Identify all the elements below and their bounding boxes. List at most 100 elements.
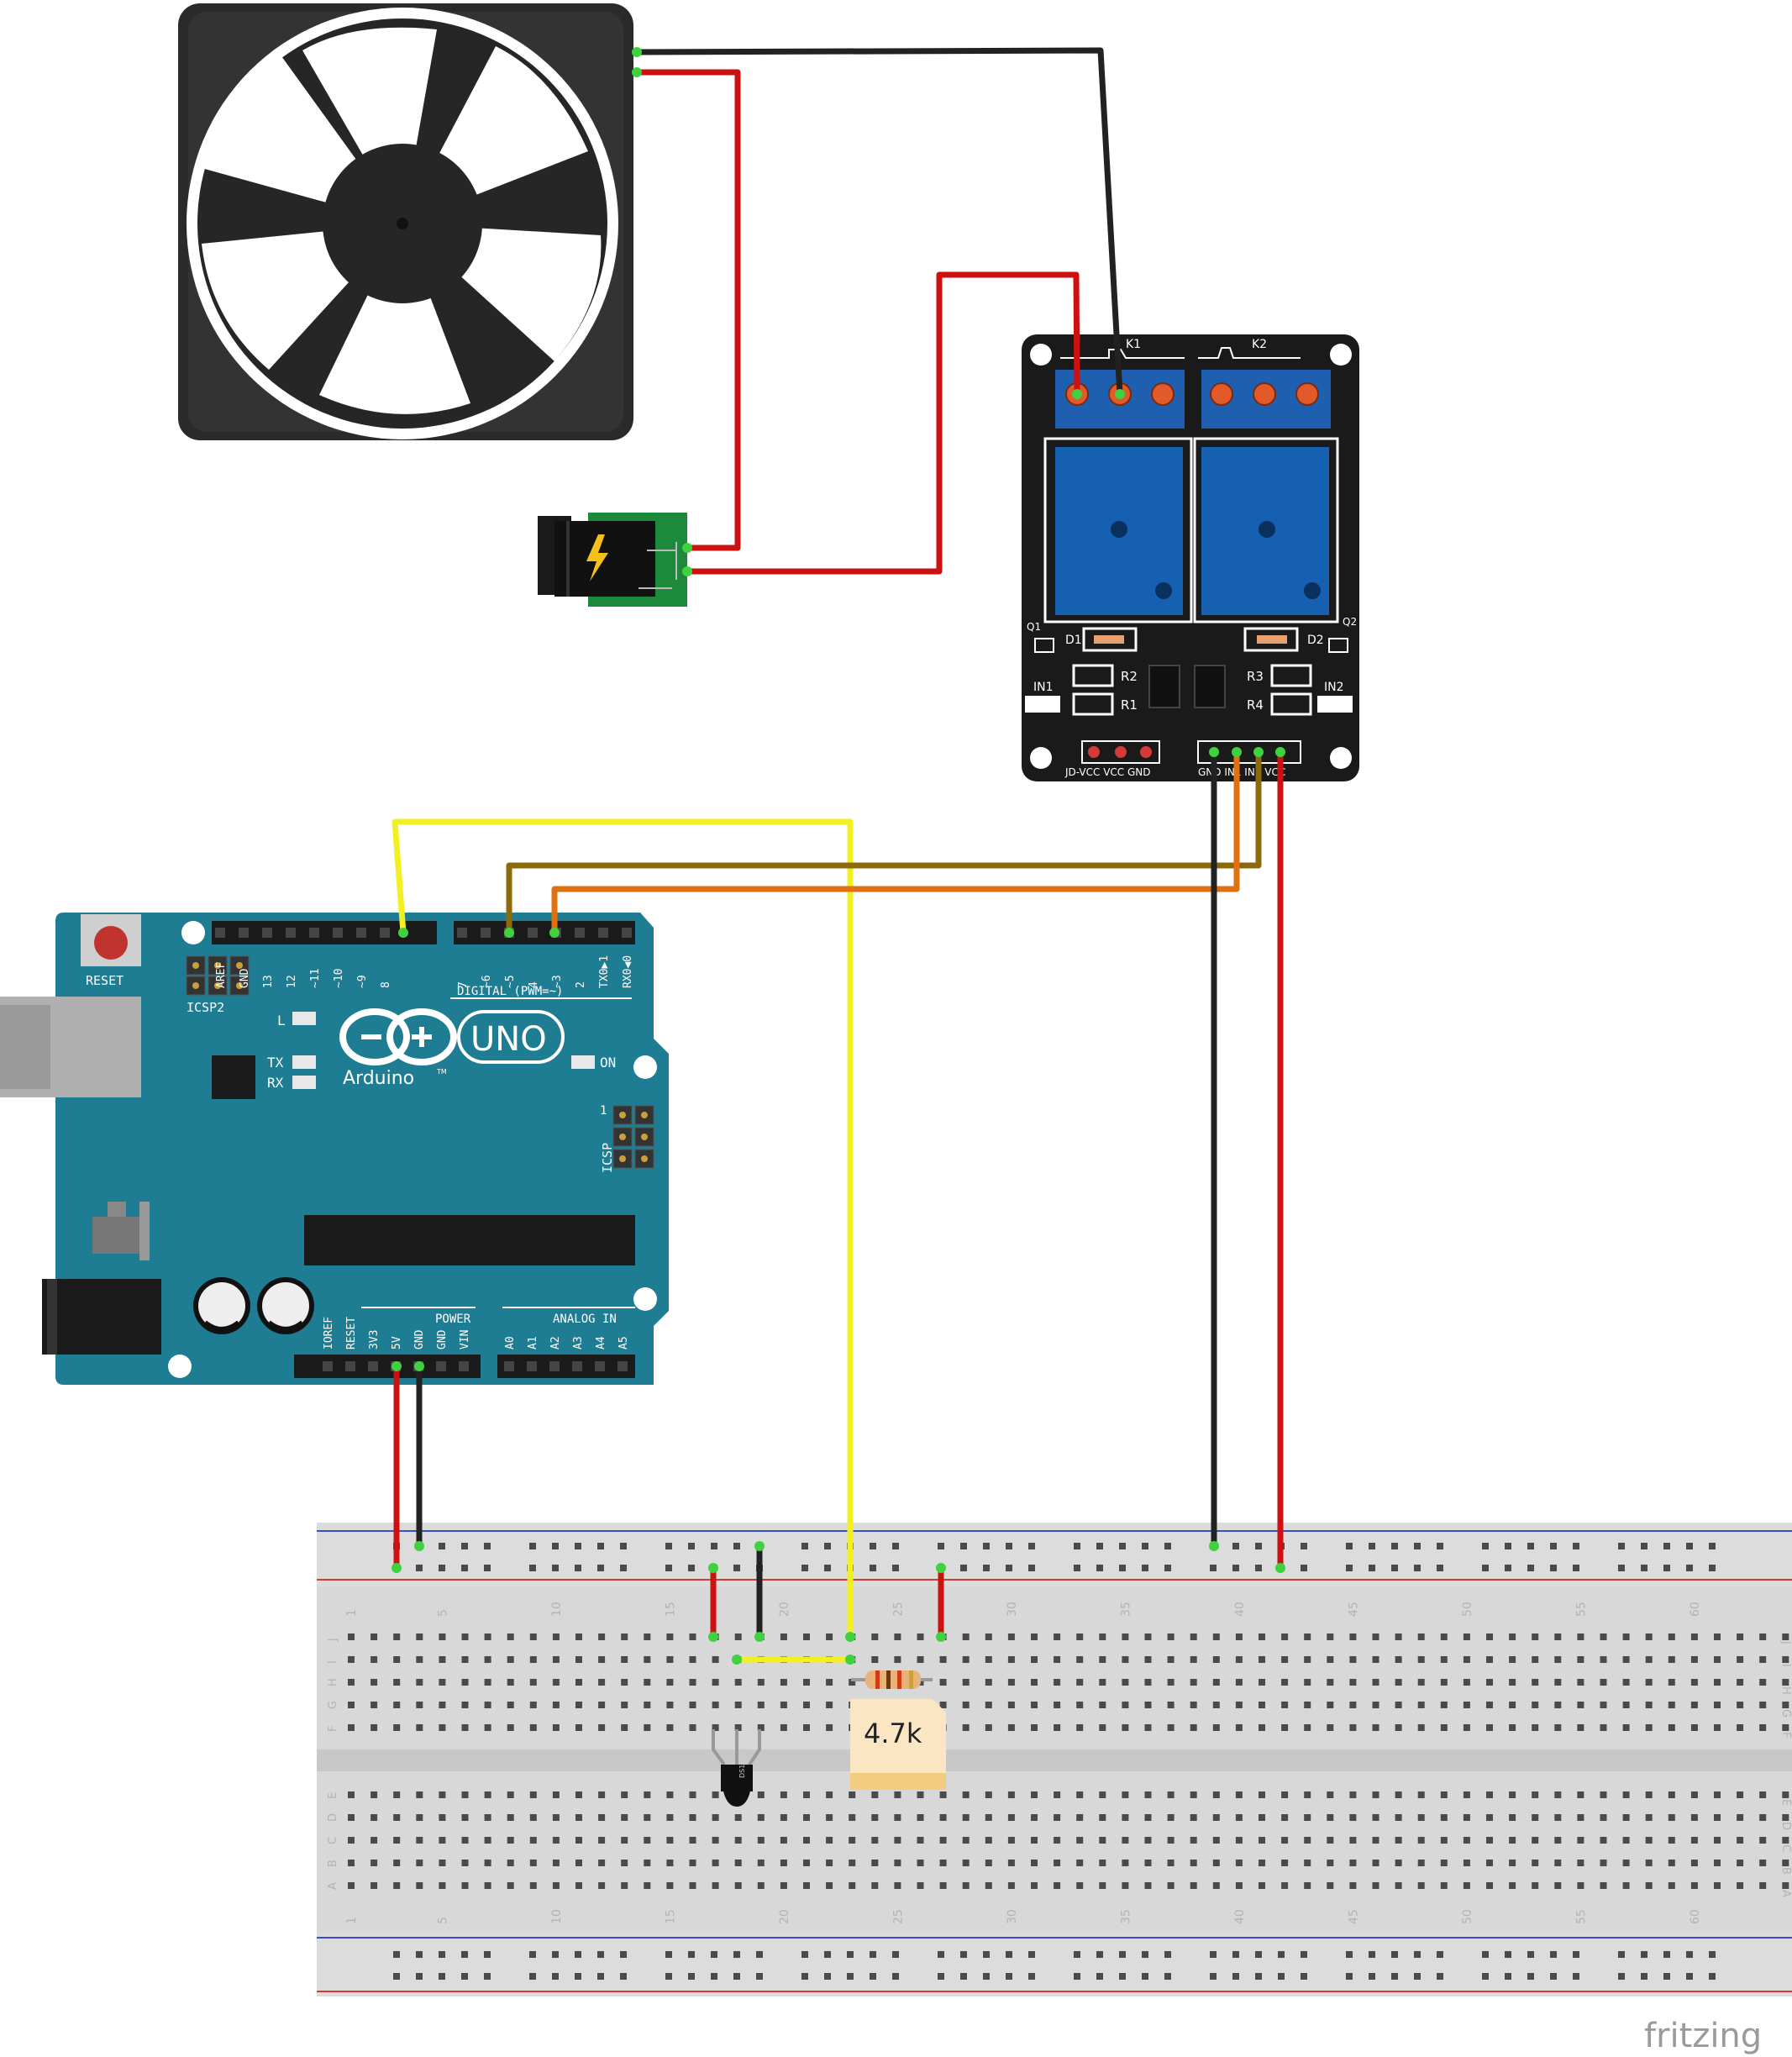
- rail-hole: [801, 1565, 808, 1571]
- breadboard-hole: [1645, 1702, 1653, 1708]
- breadboard-hole: [1690, 1791, 1698, 1798]
- rail-hole: [1641, 1565, 1647, 1571]
- breadboard-hole: [1532, 1679, 1539, 1686]
- breadboard-hole: [1349, 1860, 1357, 1866]
- breadboard-hole: [1759, 1702, 1767, 1708]
- breadboard-hole: [1395, 1791, 1402, 1798]
- breadboard-hole: [871, 1860, 879, 1866]
- breadboard-hole: [507, 1634, 514, 1640]
- breadboard-hole: [416, 1702, 423, 1708]
- breadboard-hole: [461, 1814, 469, 1821]
- rail-hole: [892, 1951, 899, 1958]
- breadboard-hole: [552, 1791, 560, 1798]
- breadboard-hole: [1349, 1702, 1357, 1708]
- digital-pin-socket: [356, 928, 366, 938]
- digital-pin-socket: [262, 928, 272, 938]
- breadboard-hole: [644, 1702, 651, 1708]
- breadboard-hole: [1463, 1814, 1470, 1821]
- breadboard-hole: [1417, 1882, 1425, 1889]
- breadboard-hole: [803, 1702, 810, 1708]
- breadboard-hole: [1349, 1679, 1357, 1686]
- breadboard-hole: [1259, 1679, 1265, 1686]
- breadboard-hole: [507, 1791, 514, 1798]
- trademark-mark: TM: [436, 1068, 447, 1076]
- breadboard-hole: [1645, 1656, 1653, 1663]
- breadboard-hole: [598, 1702, 606, 1708]
- breadboard-hole: [1349, 1634, 1357, 1640]
- rail-hole: [1618, 1565, 1625, 1571]
- breadboard-hole: [1554, 1791, 1562, 1798]
- rail-hole: [938, 1973, 944, 1980]
- breadboard-hole: [1190, 1702, 1197, 1708]
- breadboard-hole: [1190, 1882, 1197, 1889]
- breadboard-hole: [348, 1702, 355, 1708]
- breadboard-hole: [1759, 1679, 1767, 1686]
- breadboard-hole: [644, 1634, 651, 1640]
- rail-hole: [665, 1543, 672, 1549]
- column-number: 15: [664, 1602, 677, 1617]
- rail-hole: [1437, 1543, 1443, 1549]
- breadboard-hole: [666, 1814, 674, 1821]
- breadboard-hole: [712, 1860, 719, 1866]
- breadboard-hole: [780, 1860, 787, 1866]
- rail-hole: [960, 1973, 967, 1980]
- breadboard-hole: [1668, 1724, 1675, 1731]
- breadboard-hole: [666, 1837, 674, 1844]
- breadboard-hole: [1122, 1702, 1129, 1708]
- breadboard-hole: [439, 1724, 446, 1731]
- breadboard-hole: [1395, 1656, 1402, 1663]
- wire-fan-to-jack-red: [633, 69, 741, 551]
- breadboard-hole: [1554, 1679, 1562, 1686]
- analog-pin-label: A0: [504, 1336, 517, 1349]
- breadboard-hole: [1076, 1679, 1084, 1686]
- breadboard-hole: [1737, 1882, 1744, 1889]
- column-number: 5: [436, 1917, 449, 1924]
- breadboard-hole: [552, 1679, 560, 1686]
- breadboard-hole: [1532, 1814, 1539, 1821]
- breadboard-hole: [1554, 1814, 1562, 1821]
- breadboard-hole: [1099, 1702, 1106, 1708]
- breadboard-hole: [894, 1860, 901, 1866]
- column-number: 20: [778, 1602, 791, 1617]
- digital-pin-socket: [457, 928, 467, 938]
- breadboard-hole: [1600, 1882, 1607, 1889]
- breadboard-hole: [666, 1679, 674, 1686]
- breadboard-hole: [1167, 1724, 1175, 1731]
- breadboard-hole: [507, 1724, 514, 1731]
- column-number: 10: [550, 1602, 564, 1617]
- breadboard-hole: [1327, 1791, 1334, 1798]
- breadboard-hole: [826, 1702, 833, 1708]
- breadboard-hole: [849, 1882, 856, 1889]
- breadboard-hole: [1463, 1702, 1470, 1708]
- breadboard-hole: [1099, 1860, 1106, 1866]
- row-letter: J: [1779, 1640, 1792, 1644]
- breadboard-hole: [985, 1860, 992, 1866]
- rail-hole: [1391, 1565, 1398, 1571]
- rail-hole: [461, 1973, 468, 1980]
- breadboard-hole: [1395, 1814, 1402, 1821]
- breadboard-hole: [1759, 1882, 1767, 1889]
- rail-hole: [824, 1565, 831, 1571]
- breadboard-hole: [416, 1724, 423, 1731]
- breadboard-hole: [644, 1679, 651, 1686]
- breadboard-hole: [1532, 1656, 1539, 1663]
- breadboard-hole: [780, 1702, 787, 1708]
- breadboard-hole: [1600, 1702, 1607, 1708]
- breadboard-hole: [803, 1814, 810, 1821]
- column-number: 50: [1461, 1602, 1474, 1617]
- rail-hole: [711, 1951, 717, 1958]
- breadboard-hole: [1714, 1791, 1721, 1798]
- rail-hole: [1573, 1565, 1579, 1571]
- breadboard-hole: [962, 1679, 970, 1686]
- icsp-label: ICSP: [600, 1143, 615, 1173]
- rail-hole: [756, 1951, 763, 1958]
- breadboard-hole: [1440, 1679, 1448, 1686]
- breadboard-hole: [1259, 1837, 1265, 1844]
- breadboard-hole: [917, 1656, 924, 1663]
- breadboard-hole: [1007, 1702, 1015, 1708]
- rail-hole: [552, 1565, 559, 1571]
- rail-hole: [1210, 1973, 1217, 1980]
- rail-hole: [597, 1951, 604, 1958]
- breadboard-hole: [1395, 1882, 1402, 1889]
- breadboard-hole: [621, 1814, 628, 1821]
